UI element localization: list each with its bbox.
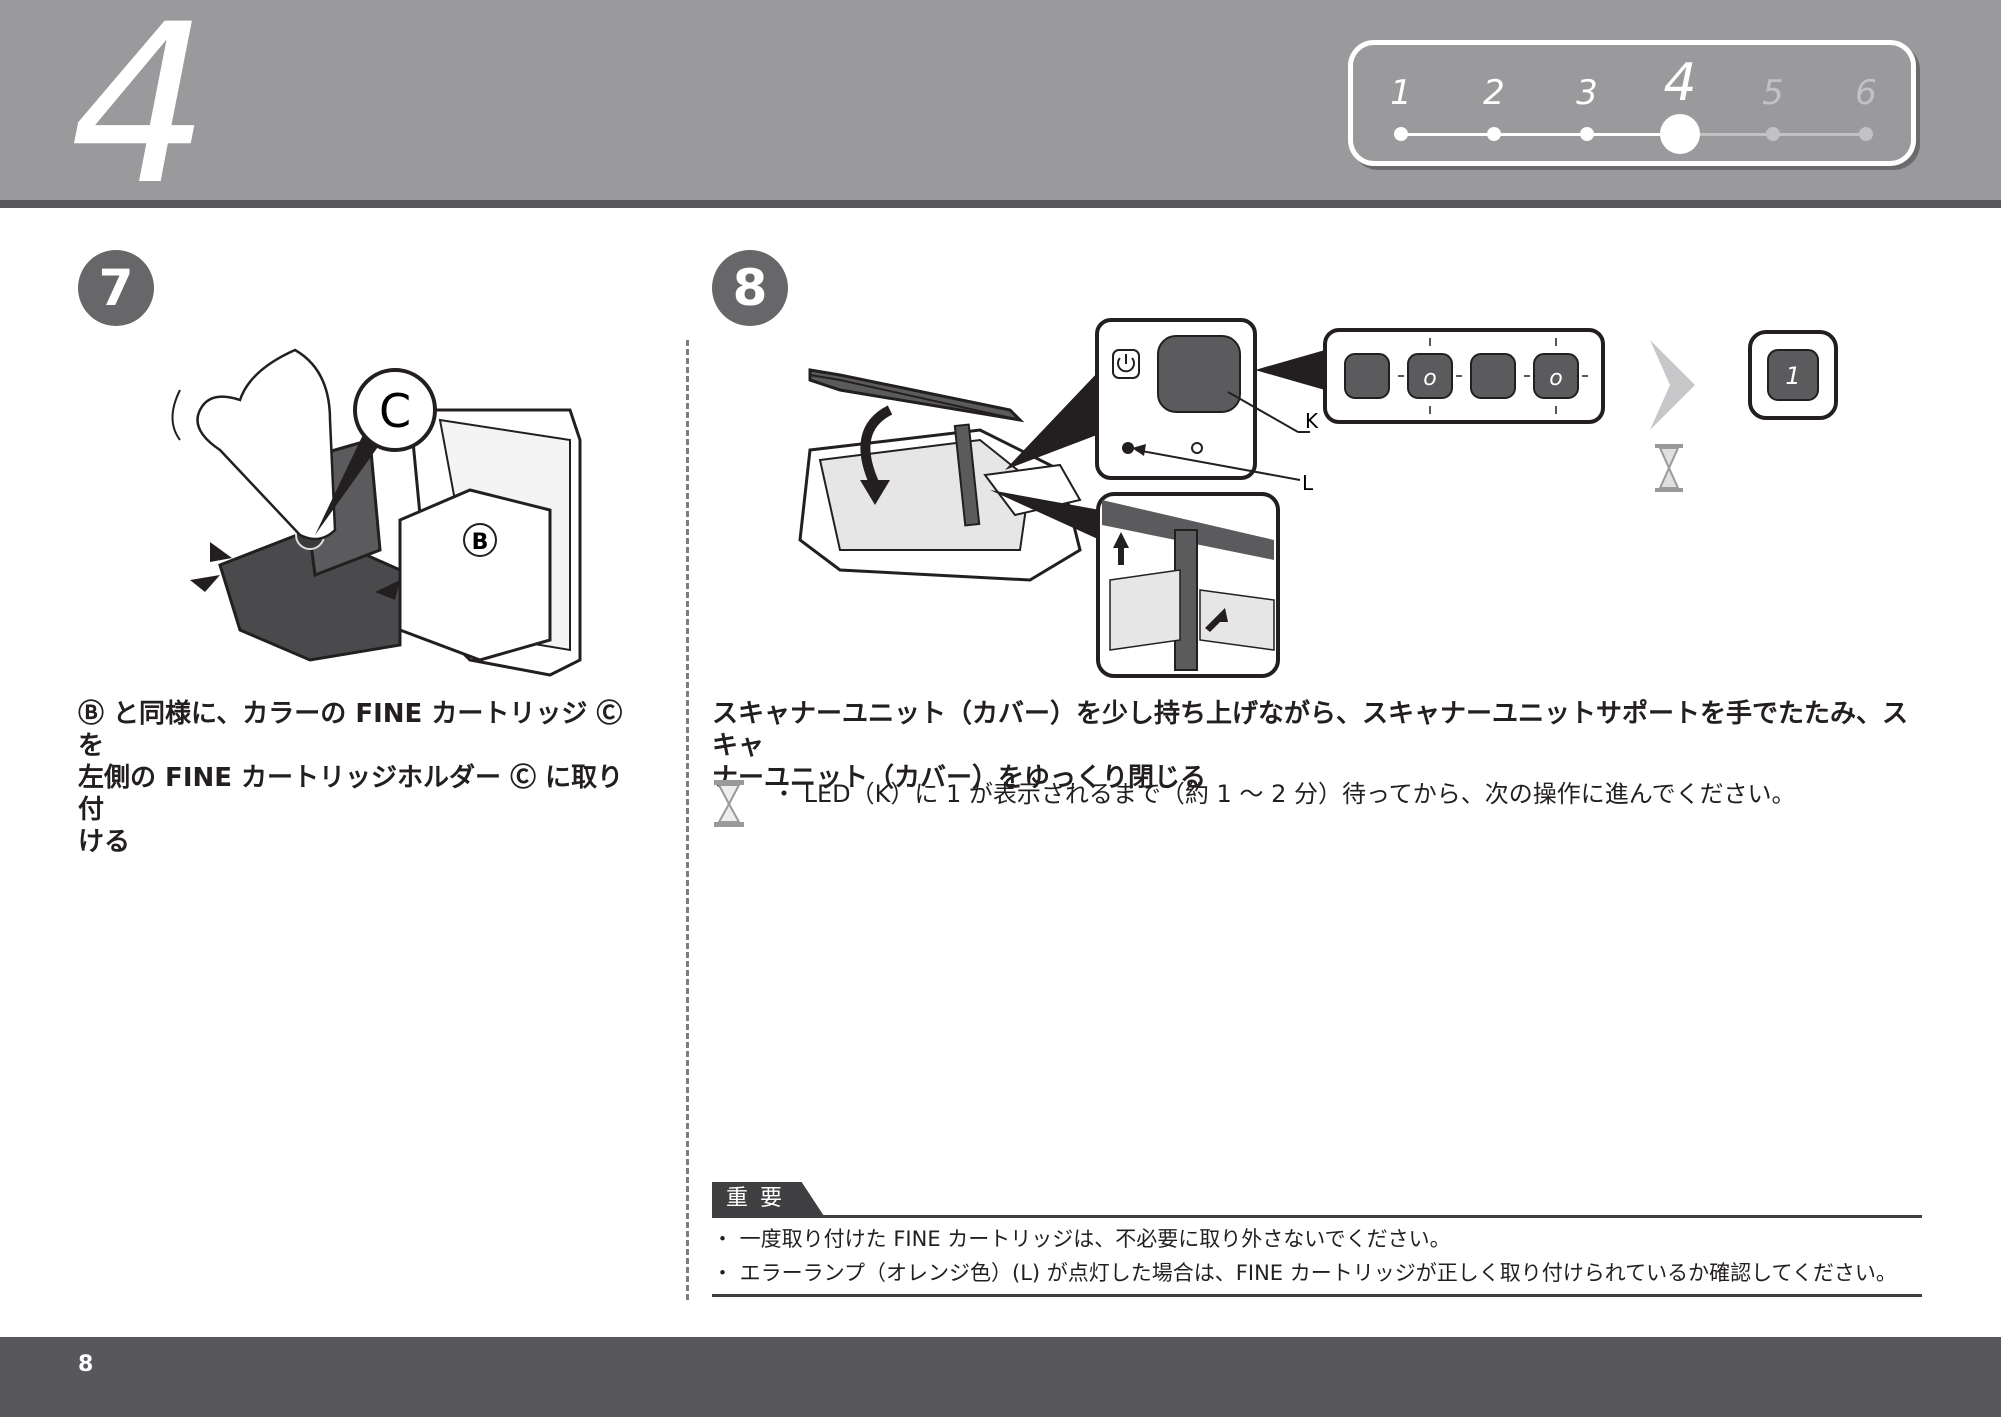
important-rule-bottom xyxy=(712,1294,1922,1297)
lift-arrow xyxy=(1113,532,1129,565)
progress-step-5: 5 xyxy=(1762,73,1784,113)
progress-step-1: 1 xyxy=(1390,73,1412,113)
next-arrow xyxy=(1650,340,1695,430)
error-lamp xyxy=(1122,442,1134,454)
step-8-number: 8 xyxy=(712,250,788,326)
header-band xyxy=(0,200,2001,208)
led-result-value: 1 xyxy=(1785,362,1800,390)
step-8-illustration: K L o o 1 xyxy=(798,318,1838,678)
page-header xyxy=(0,0,2001,200)
wait-note-text: ・ LED（K）に 1 が表示されるまで（約 1 〜 2 分）待ってから、次の操… xyxy=(772,780,1796,808)
cartridge-b-label: B xyxy=(472,530,489,555)
hourglass-icon xyxy=(1655,444,1683,492)
step-7-instruction: Ⓑ と同様に、カラーの FINE カートリッジ Ⓒ を 左側の FINE カート… xyxy=(78,698,648,858)
led-display xyxy=(1157,335,1241,413)
led-blink-2: o xyxy=(1549,366,1562,391)
hourglass-icon xyxy=(714,780,744,827)
progress-dot-4-current xyxy=(1660,114,1700,154)
progress-indicator: 1 2 3 4 5 6 xyxy=(1348,40,1916,166)
progress-step-6: 6 xyxy=(1855,73,1877,113)
step-8-line-1: スキャナーユニット（カバー）を少し持ち上げながら、スキャナーユニットサポートを手… xyxy=(712,699,1909,761)
page-number: 8 xyxy=(78,1352,94,1377)
wait-note: ・ LED（K）に 1 が表示されるまで（約 1 〜 2 分）待ってから、次の操… xyxy=(712,778,1912,838)
progress-dot-3 xyxy=(1580,127,1594,141)
step-8-instruction: スキャナーユニット（カバー）を少し持ち上げながら、スキャナーユニットサポートを手… xyxy=(712,698,1932,794)
section-number: 4 xyxy=(70,0,210,233)
step-8-line-2: ナーユニット（カバー）をゆっくり閉じる xyxy=(712,763,1207,793)
progress-step-3: 3 xyxy=(1576,73,1598,113)
step-7-number: 7 xyxy=(78,250,154,326)
progress-dot-2 xyxy=(1487,127,1501,141)
page-footer xyxy=(0,1337,2001,1417)
scanner-unit-support xyxy=(953,423,981,527)
progress-dot-1 xyxy=(1394,127,1408,141)
progress-step-2: 2 xyxy=(1483,73,1505,113)
progress-dot-5 xyxy=(1766,127,1780,141)
progress-dot-6 xyxy=(1859,127,1873,141)
label-k: K xyxy=(1305,409,1319,433)
led-sequence-box xyxy=(1323,328,1605,424)
progress-track-done xyxy=(1401,133,1681,136)
cartridge-b xyxy=(398,488,552,662)
step-7-illustration: B C xyxy=(171,348,582,677)
finger-press xyxy=(196,348,337,541)
callout-c-label: C xyxy=(379,384,411,438)
important-title: 重要 xyxy=(712,1182,824,1216)
step-7-line-1: Ⓑ と同様に、カラーの FINE カートリッジ Ⓒ を xyxy=(78,699,623,761)
fold-arrow xyxy=(1205,608,1228,632)
led-blink-1: o xyxy=(1423,366,1436,391)
lamp-indicator xyxy=(1191,442,1203,454)
close-arrow xyxy=(860,405,893,488)
label-l: L xyxy=(1302,471,1314,495)
step-7-line-2: 左側の FINE カートリッジホルダー Ⓒ に取り付 xyxy=(78,763,624,825)
column-divider xyxy=(686,340,689,1300)
step-7-line-3: ける xyxy=(78,827,131,857)
progress-step-4: 4 xyxy=(1663,53,1697,113)
important-item-2: ・ エラーランプ（オレンジ色）(L) が点灯した場合は、FINE カートリッジが… xyxy=(712,1261,1897,1285)
important-item-1: ・ 一度取り付けた FINE カートリッジは、不必要に取り外さないでください。 xyxy=(712,1227,1451,1251)
important-rule-top xyxy=(712,1215,1922,1218)
